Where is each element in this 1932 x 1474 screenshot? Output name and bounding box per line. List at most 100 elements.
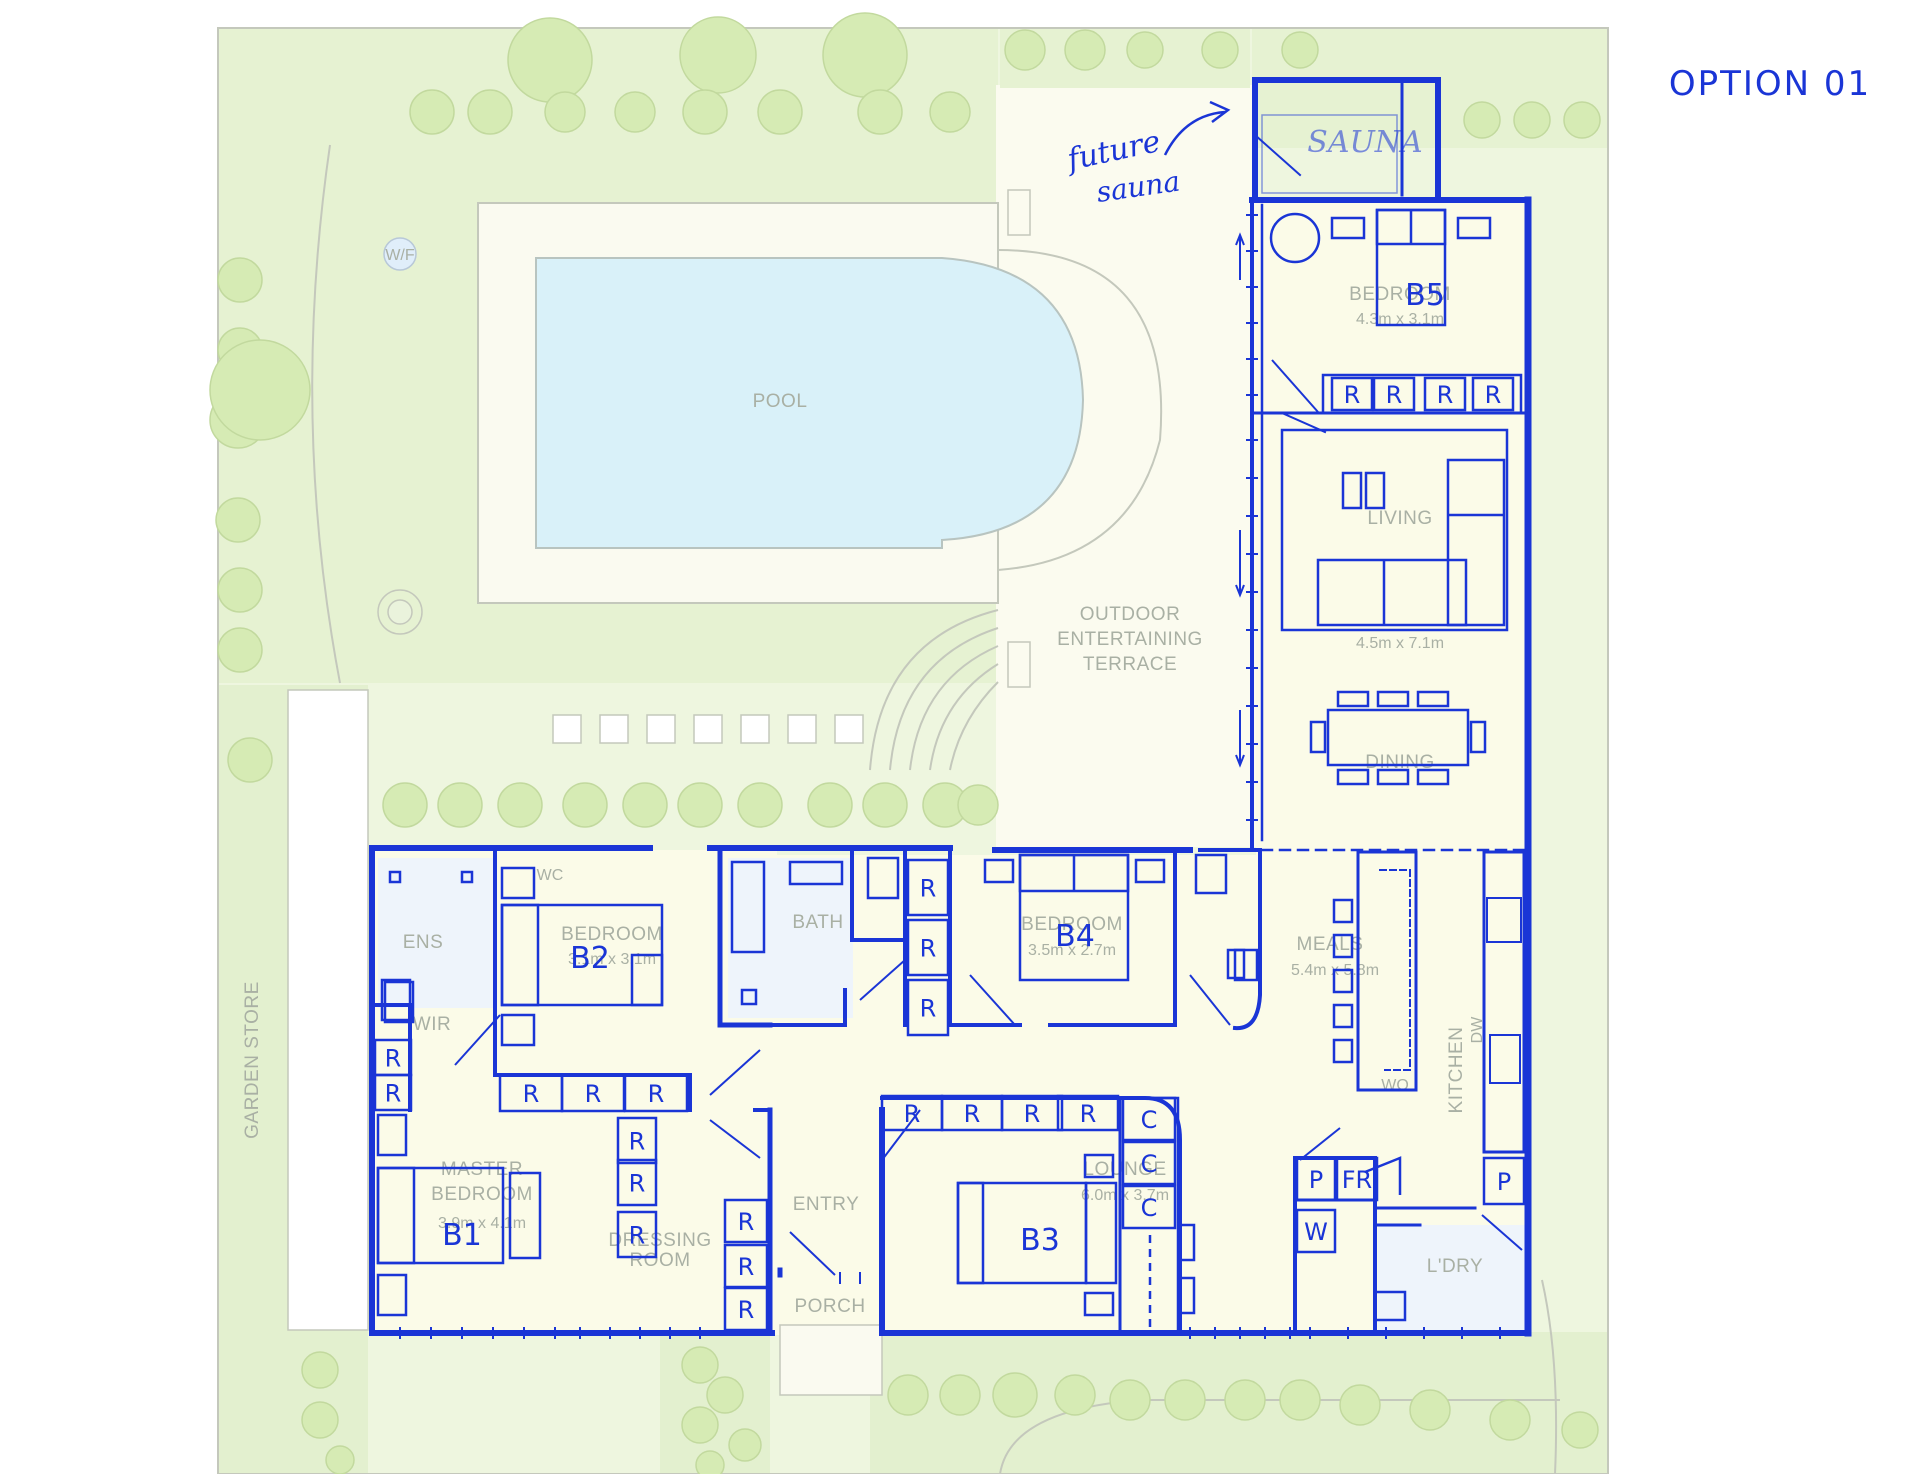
robe-mark: R — [964, 1100, 981, 1128]
living-sofa — [1316, 558, 1468, 627]
washer-box — [1295, 1208, 1337, 1254]
tree — [807, 782, 853, 828]
tree — [957, 784, 999, 826]
tree — [887, 1374, 929, 1416]
pool-area: POOL W/F — [377, 202, 1163, 635]
planter-box — [1007, 641, 1031, 688]
cupboard-mark: C — [1141, 1150, 1158, 1178]
tree — [382, 782, 428, 828]
bedroom-b4-dim: 3.5m x 2.7m — [1028, 942, 1116, 959]
robe-mark: R — [385, 1045, 402, 1073]
meals-label: MEALS — [1297, 934, 1364, 955]
tree — [1224, 1379, 1266, 1421]
robe-box — [906, 978, 950, 1037]
tree — [437, 782, 483, 828]
tree — [822, 12, 908, 98]
tree — [544, 91, 586, 133]
living-zone — [1280, 428, 1509, 632]
robe-mark: R — [920, 935, 937, 963]
room-mark-b4: B4 — [1055, 919, 1095, 954]
cupboard-box — [1121, 1140, 1177, 1186]
tree — [1164, 1379, 1206, 1421]
tree — [1279, 1379, 1321, 1421]
tree — [209, 339, 311, 441]
lounge-dim: 6.0m x 3.7m — [1081, 1187, 1169, 1204]
robe-mark: R — [385, 1080, 402, 1108]
robe-mark: R — [1437, 381, 1454, 409]
tree — [562, 782, 608, 828]
robe-mark: R — [629, 1170, 646, 1198]
stepping-stone — [552, 714, 582, 744]
bath-label: BATH — [792, 912, 843, 933]
tree — [682, 89, 728, 135]
lounge-label: LOUNGE — [1083, 1159, 1166, 1180]
robe-mark: R — [585, 1080, 602, 1108]
robe-box — [1471, 376, 1515, 412]
pantry-box — [1482, 1156, 1526, 1206]
tree — [737, 782, 783, 828]
pool-water — [535, 257, 1085, 549]
feature-dot — [387, 599, 413, 625]
annotation-arrowhead — [1209, 100, 1231, 123]
tree — [1109, 1379, 1151, 1421]
tree — [857, 89, 903, 135]
tree — [1004, 29, 1046, 71]
lawn-curve — [311, 144, 341, 684]
pool-label: POOL — [753, 391, 808, 412]
dining-table — [1326, 708, 1470, 767]
terrace-label-2: ENTERTAINING — [1057, 629, 1203, 650]
robe-mark: R — [1080, 1100, 1097, 1128]
pantry-mark: P — [1497, 1168, 1511, 1196]
living-label: LIVING — [1367, 508, 1432, 529]
robe-mark: R — [738, 1208, 755, 1236]
living-dim: 4.5m x 7.1m — [1356, 635, 1444, 652]
robe-mark: R — [1024, 1100, 1041, 1128]
stepping-stone — [599, 714, 629, 744]
robe-box — [616, 1158, 658, 1207]
stepping-stone — [740, 714, 770, 744]
building-floor — [372, 200, 1528, 1396]
tree — [862, 782, 908, 828]
room-marks: B5 B2 B4 B1 B3 — [442, 278, 1445, 1258]
wf-label: W/F — [385, 247, 415, 264]
robe-mark: R — [920, 875, 937, 903]
b5-robes — [1321, 373, 1523, 415]
tree — [929, 91, 971, 133]
cupboard-mark: C — [1141, 1106, 1158, 1134]
living-sofa-side — [1446, 458, 1506, 627]
tree — [1201, 31, 1239, 69]
robe-box — [723, 1198, 769, 1244]
robe-box — [1372, 376, 1416, 412]
dw-label: DW — [1469, 1016, 1486, 1044]
door-swings — [454, 232, 1523, 1276]
laundry-label: L'DRY — [1427, 1256, 1483, 1277]
kitchen-island — [1356, 850, 1418, 1092]
trees — [209, 12, 1601, 1474]
robe-mark: R — [629, 1128, 646, 1156]
tree — [1561, 1411, 1599, 1449]
cupboard-mark: C — [1141, 1194, 1158, 1222]
terrace-label-1: OUTDOOR — [1080, 604, 1181, 625]
window-ticks — [399, 214, 1501, 1339]
robe-box — [906, 918, 950, 977]
bath-tub — [730, 860, 766, 954]
tree — [1513, 101, 1551, 139]
stepping-stone — [693, 714, 723, 744]
master-label-2: BEDROOM — [431, 1184, 533, 1205]
robe-box — [723, 1286, 769, 1332]
feature-ring — [377, 589, 423, 635]
wall-west-wing — [369, 845, 775, 1336]
tree — [1126, 31, 1164, 69]
bedroom-b4-label: BEDROOM — [1021, 914, 1123, 935]
tree — [1489, 1399, 1531, 1441]
bedroom-top-label: BEDROOM — [1349, 284, 1451, 305]
garden-curve — [1541, 1279, 1558, 1474]
cupboard-box — [1121, 1096, 1177, 1142]
tree — [227, 737, 273, 783]
terrace-label-3: TERRACE — [1083, 654, 1177, 675]
stepping-stone — [834, 714, 864, 744]
robe-mark: R — [629, 1222, 646, 1250]
robe-box — [1330, 376, 1374, 412]
sauna-walls — [1252, 77, 1441, 198]
